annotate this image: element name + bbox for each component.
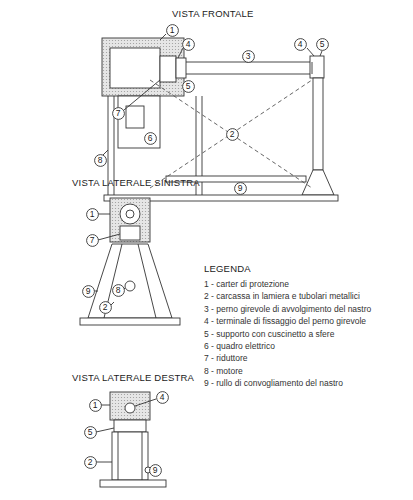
- roller-end: [125, 281, 135, 291]
- callout-circle: 9: [149, 464, 162, 477]
- reducer: [120, 226, 140, 240]
- callout-number: 7: [86, 234, 99, 247]
- callout-circle: 4: [156, 391, 169, 404]
- callout-circle: 1: [89, 399, 102, 412]
- view-title: VISTA LATERALE SINISTRA: [72, 177, 200, 188]
- callout-number: 2: [226, 128, 239, 141]
- guard-casing: [102, 38, 184, 96]
- callout-circle: 8: [94, 154, 107, 167]
- callout-number: 5: [182, 80, 195, 93]
- shaft-terminal: [310, 56, 324, 78]
- callout-number: 2: [99, 301, 112, 314]
- legend-entry: 3 - perno girevole di avvolgimento del n…: [204, 304, 371, 314]
- callout-circle: 4: [294, 38, 307, 51]
- legend-entry: 5 - supporto con cuscinetto a sfere: [204, 329, 334, 339]
- right-support: [313, 78, 323, 170]
- callout-circle: 2: [84, 456, 97, 469]
- support-post: [112, 432, 148, 480]
- callout-circle: 4: [182, 38, 195, 51]
- callout-number: 4: [156, 391, 169, 404]
- callout-circle: 2: [226, 128, 239, 141]
- electrical-panel: [118, 96, 160, 148]
- callout-circle: 8: [112, 284, 125, 297]
- callout-circle: 6: [144, 132, 157, 145]
- legend-entry: 2 - carcassa in lamiera e tubolari metal…: [204, 291, 360, 301]
- callout-number: 4: [182, 38, 195, 51]
- callout-number: 6: [144, 132, 157, 145]
- view-title: VISTA LATERALE DESTRA: [72, 372, 194, 383]
- callout-circle: 1: [86, 208, 99, 221]
- callout-circle: 9: [82, 285, 95, 298]
- callout-circle: 7: [112, 107, 125, 120]
- callout-circle: 5: [84, 426, 97, 439]
- bearing-support: [114, 420, 146, 432]
- callout-number: 9: [234, 182, 247, 195]
- legend-entry: 7 - riduttore: [204, 353, 247, 363]
- legend-entry: 1 - carter di protezione: [204, 279, 289, 289]
- motor: [120, 204, 140, 224]
- callout-circle: 3: [242, 50, 255, 63]
- callout-number: 1: [166, 24, 179, 37]
- view-title: VISTA FRONTALE: [172, 8, 254, 19]
- callout-number: 5: [316, 38, 329, 51]
- callout-number: 8: [94, 154, 107, 167]
- legend-entry: 8 - motore: [204, 366, 243, 376]
- callout-circle: 9: [234, 182, 247, 195]
- legend-entry: 9 - rullo di convogliamento del nastro: [204, 378, 343, 388]
- shaft-terminal: [125, 403, 135, 413]
- callout-number: 5: [84, 426, 97, 439]
- callout-circle: 7: [86, 234, 99, 247]
- callout-circle: 2: [99, 301, 112, 314]
- callout-number: 7: [112, 107, 125, 120]
- callout-number: 3: [242, 50, 255, 63]
- callout-circle: 5: [316, 38, 329, 51]
- callout-number: 8: [112, 284, 125, 297]
- callout-number: 1: [86, 208, 99, 221]
- legend-heading: LEGENDA: [204, 263, 251, 274]
- legend-entry: 6 - quadro elettrico: [204, 341, 275, 351]
- callout-number: 9: [82, 285, 95, 298]
- guard-casing: [110, 392, 150, 420]
- callout-number: 4: [294, 38, 307, 51]
- callout-number: 2: [84, 456, 97, 469]
- callout-number: 9: [149, 464, 162, 477]
- frame: [88, 244, 172, 318]
- callout-circle: 1: [166, 24, 179, 37]
- legend-entry: 4 - terminale di fissaggio del perno gir…: [204, 316, 366, 326]
- callout-number: 1: [89, 399, 102, 412]
- callout-circle: 5: [182, 80, 195, 93]
